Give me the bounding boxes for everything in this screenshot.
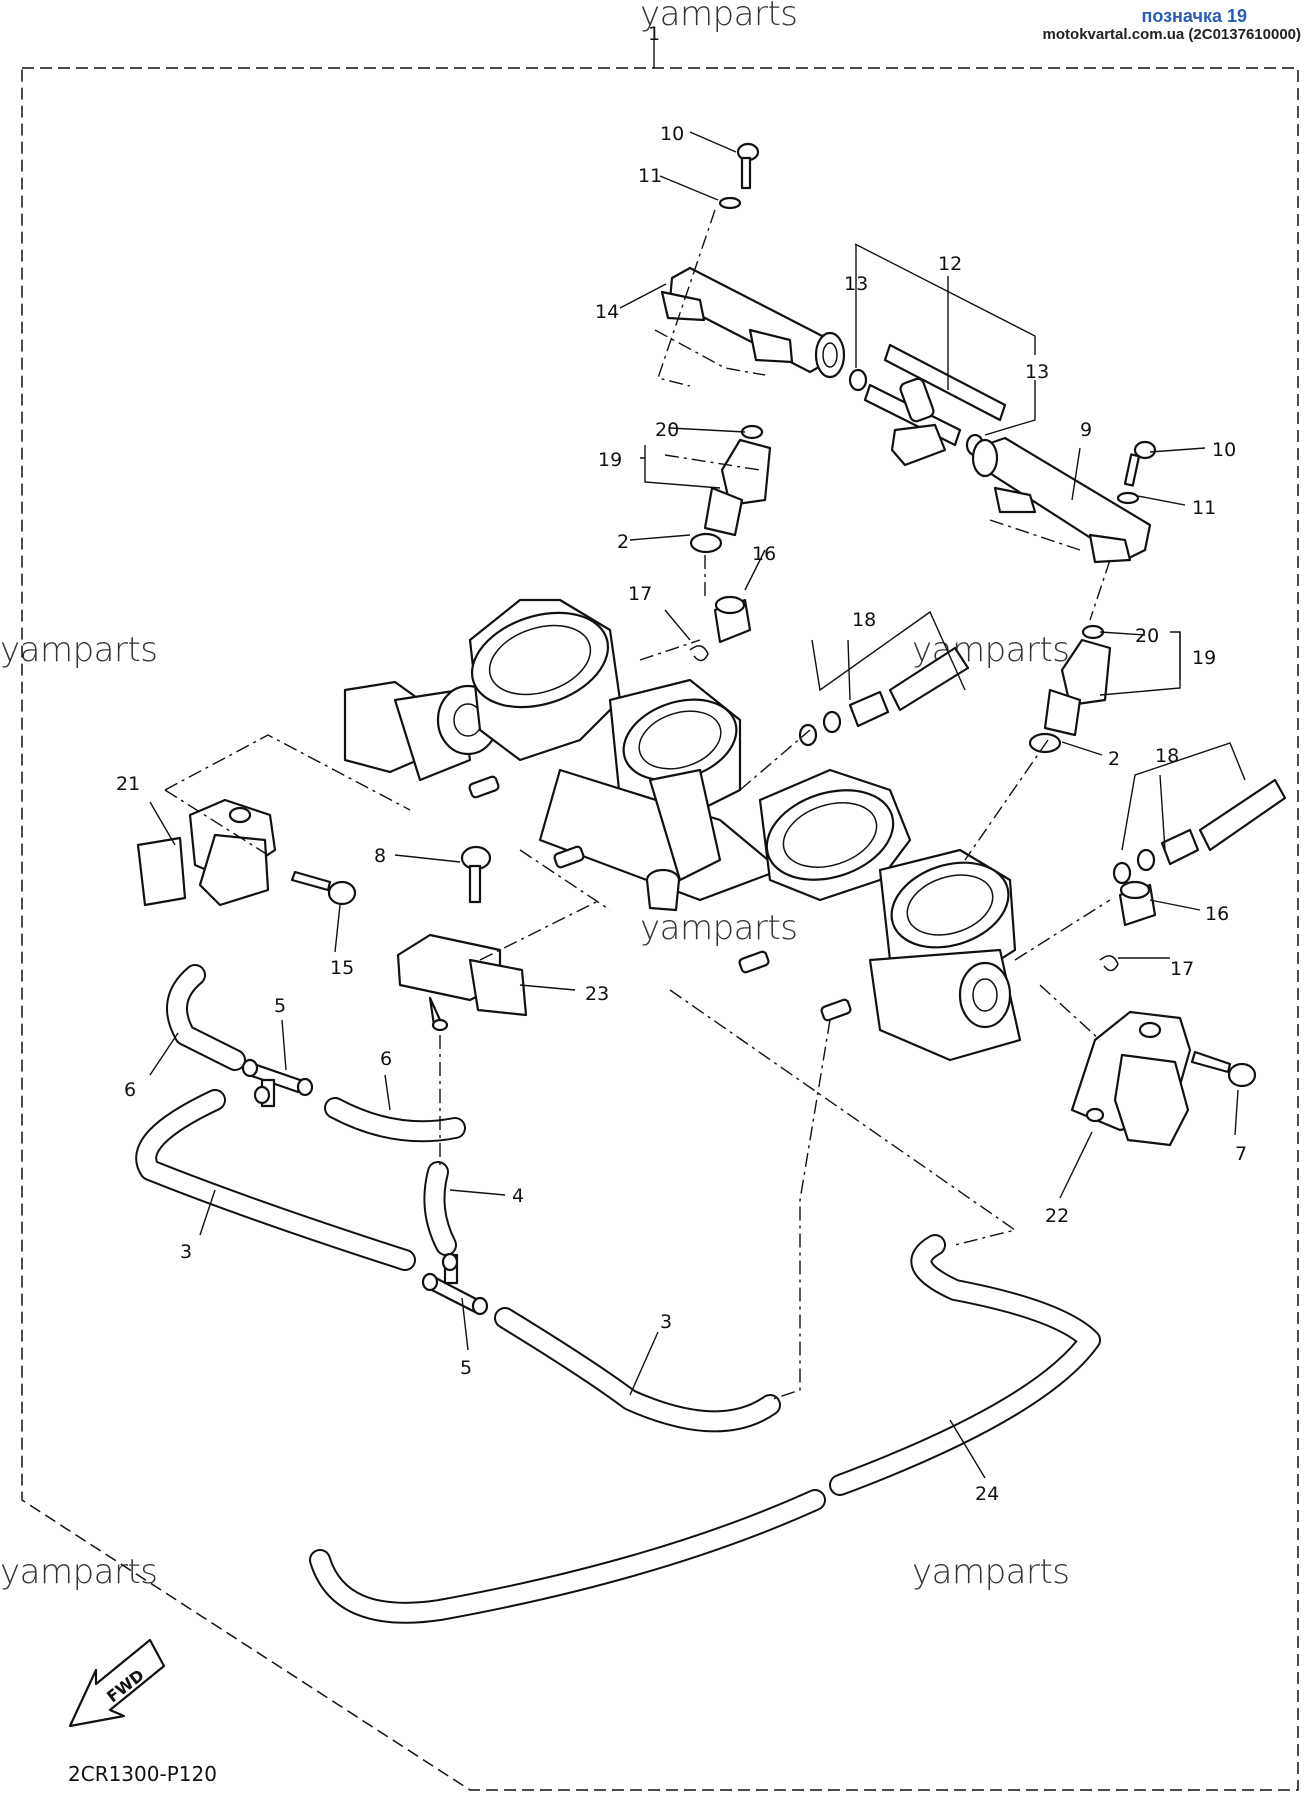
fuel-rail-right bbox=[971, 436, 1152, 564]
callout-20-right: 20 bbox=[1135, 625, 1159, 647]
bookmark-link[interactable]: позначка 19 bbox=[1141, 6, 1247, 26]
callout-20-left: 20 bbox=[655, 419, 679, 441]
callout-16-upper: 16 bbox=[752, 543, 776, 565]
hose-24-upper bbox=[829, 1234, 1101, 1496]
callout-10-top: 10 bbox=[660, 123, 684, 145]
screw-left bbox=[290, 870, 357, 906]
callout-6-left: 6 bbox=[124, 1079, 136, 1101]
joint-5-lower bbox=[421, 1252, 489, 1316]
screw-kit-lower bbox=[1112, 778, 1287, 885]
intake-pressure-sensor bbox=[396, 933, 528, 1032]
site-caption: motokvartal.com.ua (2C0137610000) bbox=[1042, 26, 1301, 43]
joint-5-upper bbox=[241, 1058, 314, 1108]
cap-lower bbox=[1118, 880, 1157, 927]
callout-21: 21 bbox=[116, 773, 140, 795]
cap-upper bbox=[713, 595, 752, 644]
callout-13-right: 13 bbox=[1025, 361, 1049, 383]
fuel-tee-joint bbox=[863, 343, 1007, 467]
throttle-body-assembly bbox=[343, 598, 1022, 1062]
watermark-left-mid: yamparts bbox=[0, 630, 158, 670]
callout-17-lower: 17 bbox=[1170, 958, 1194, 980]
screw-right bbox=[1190, 1050, 1257, 1088]
callout-11-right: 11 bbox=[1192, 497, 1216, 519]
screw-center bbox=[460, 845, 492, 904]
callout-7: 7 bbox=[1235, 1143, 1247, 1165]
bolt-top-left bbox=[718, 142, 760, 210]
callout-5-upper: 5 bbox=[274, 995, 286, 1017]
callout-1: 1 bbox=[648, 23, 660, 45]
callout-16-lower: 16 bbox=[1205, 903, 1229, 925]
callout-18-lower: 18 bbox=[1155, 745, 1179, 767]
callout-24: 24 bbox=[975, 1483, 999, 1505]
watermark-bottom-right: yamparts bbox=[912, 1552, 1070, 1592]
watermark-top: yamparts bbox=[640, 0, 798, 34]
clip-upper bbox=[689, 645, 709, 662]
callout-22: 22 bbox=[1045, 1205, 1069, 1227]
callout-13-left: 13 bbox=[844, 273, 868, 295]
callout-3-left: 3 bbox=[180, 1241, 192, 1263]
callout-15: 15 bbox=[330, 957, 354, 979]
watermark-bottom-left: yamparts bbox=[0, 1552, 158, 1592]
callout-6-right: 6 bbox=[380, 1048, 392, 1070]
bolt-top-right bbox=[1116, 440, 1157, 505]
fwd-arrow-icon: FWD bbox=[68, 1638, 166, 1728]
diagram-code: 2CR1300-P120 bbox=[68, 1762, 217, 1786]
callout-18-upper: 18 bbox=[852, 609, 876, 631]
hose-24-lower bbox=[309, 1489, 826, 1624]
clip-lower bbox=[1099, 955, 1119, 972]
callout-23: 23 bbox=[585, 983, 609, 1005]
callout-11-top: 11 bbox=[638, 165, 662, 187]
screw-kit-upper bbox=[798, 646, 970, 747]
callout-10-right: 10 bbox=[1212, 439, 1236, 461]
callout-8: 8 bbox=[374, 845, 386, 867]
assembly-boundary bbox=[21, 67, 1299, 1791]
callout-2-left: 2 bbox=[617, 531, 629, 553]
callout-17-upper: 17 bbox=[628, 583, 652, 605]
callout-3-lower: 3 bbox=[660, 1311, 672, 1333]
fuel-rail-left bbox=[660, 266, 846, 379]
injector-right bbox=[1028, 624, 1112, 754]
callout-19-left: 19 bbox=[598, 449, 622, 471]
o-ring bbox=[848, 368, 868, 392]
callout-19-right: 19 bbox=[1192, 647, 1216, 669]
watermark-center: yamparts bbox=[640, 908, 798, 948]
callout-4: 4 bbox=[512, 1185, 524, 1207]
callout-14: 14 bbox=[595, 301, 619, 323]
callout-2-right: 2 bbox=[1108, 748, 1120, 770]
injector-left bbox=[689, 424, 772, 554]
callout-5-lower: 5 bbox=[460, 1357, 472, 1379]
callout-9: 9 bbox=[1080, 419, 1092, 441]
throttle-position-sensor-right bbox=[1070, 1010, 1192, 1147]
callout-12: 12 bbox=[938, 253, 962, 275]
